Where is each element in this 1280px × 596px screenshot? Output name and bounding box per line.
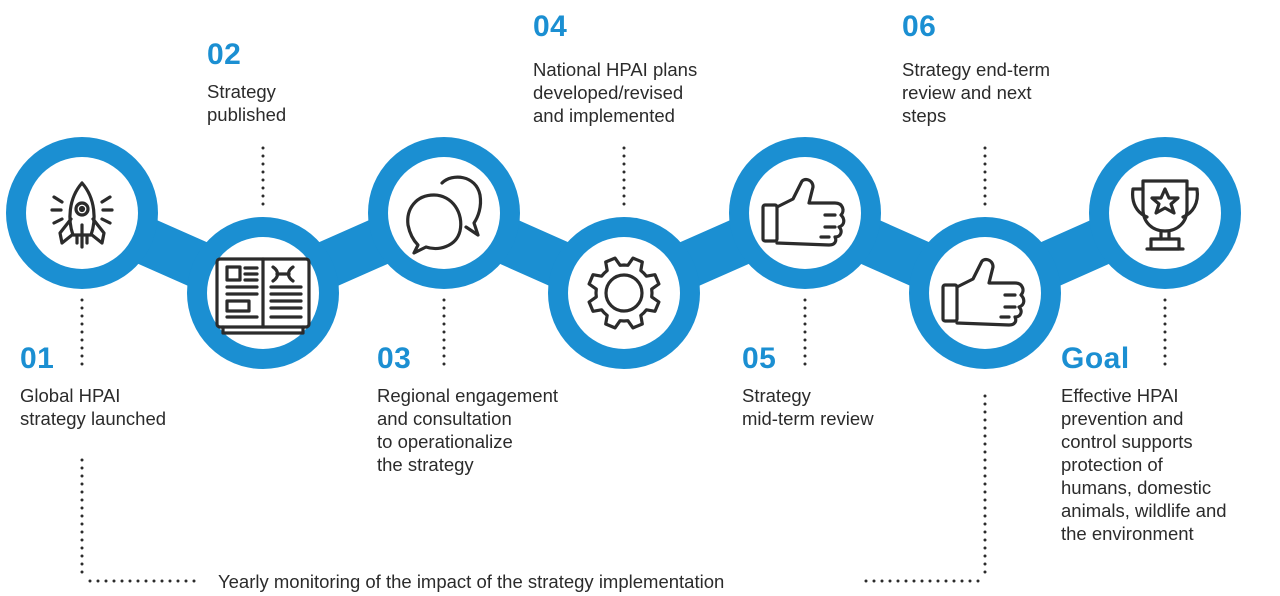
trophy-icon (1131, 179, 1199, 251)
dotted-leaders (80, 146, 1167, 583)
open-book-icon (215, 257, 311, 335)
milestone-02-number: 02 (207, 38, 242, 71)
milestone-01-text: Global HPAI strategy launched (20, 385, 167, 429)
milestone-04-text: National HPAI plans developed/revised an… (533, 59, 698, 126)
milestone-02-text: Strategy published (207, 81, 287, 125)
speech-bubbles-icon (406, 175, 483, 255)
rocket-icon (50, 181, 114, 249)
milestone-05-number: 05 (742, 342, 777, 375)
thumbs-up-icon (941, 257, 1026, 327)
goal-text: Effective HPAI prevention and control su… (1061, 385, 1227, 544)
connector-band (6, 137, 1241, 369)
thumbs-up-icon (761, 177, 846, 247)
milestone-06-number: 06 (902, 10, 937, 43)
monitoring-label: Yearly monitoring of the impact of the s… (218, 571, 725, 592)
milestone-03-text: Regional engagement and consultation to … (377, 385, 559, 475)
milestone-06-text: Strategy end-term review and next steps (902, 59, 1051, 126)
milestone-05-text: Strategy mid-term review (742, 385, 874, 429)
milestone-01-number: 01 (20, 342, 55, 375)
gear-icon (587, 256, 661, 330)
milestone-04-number: 04 (533, 10, 568, 43)
milestone-03-number: 03 (377, 342, 412, 375)
goal-heading: Goal (1061, 342, 1130, 375)
